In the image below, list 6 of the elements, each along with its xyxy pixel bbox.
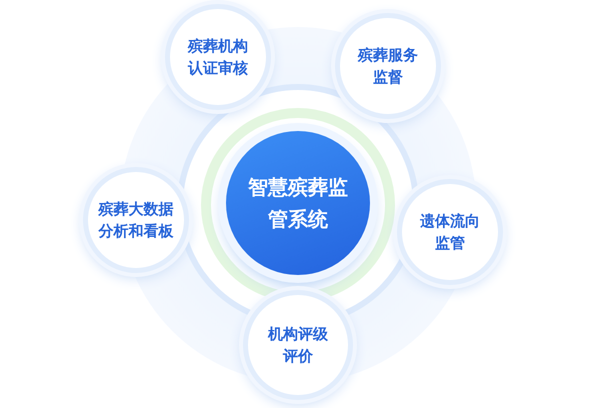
feature-label: 殡葬大数据分析和看板 [97,199,174,242]
system-title: 智慧殡葬监管系统 [248,174,348,233]
feature-label: 遗体流向监管 [419,211,481,254]
feature-label: 殡葬机构认证审核 [186,36,249,79]
feature-label: 机构评级评价 [266,324,329,367]
feature-label: 殡葬服务监督 [356,45,419,88]
